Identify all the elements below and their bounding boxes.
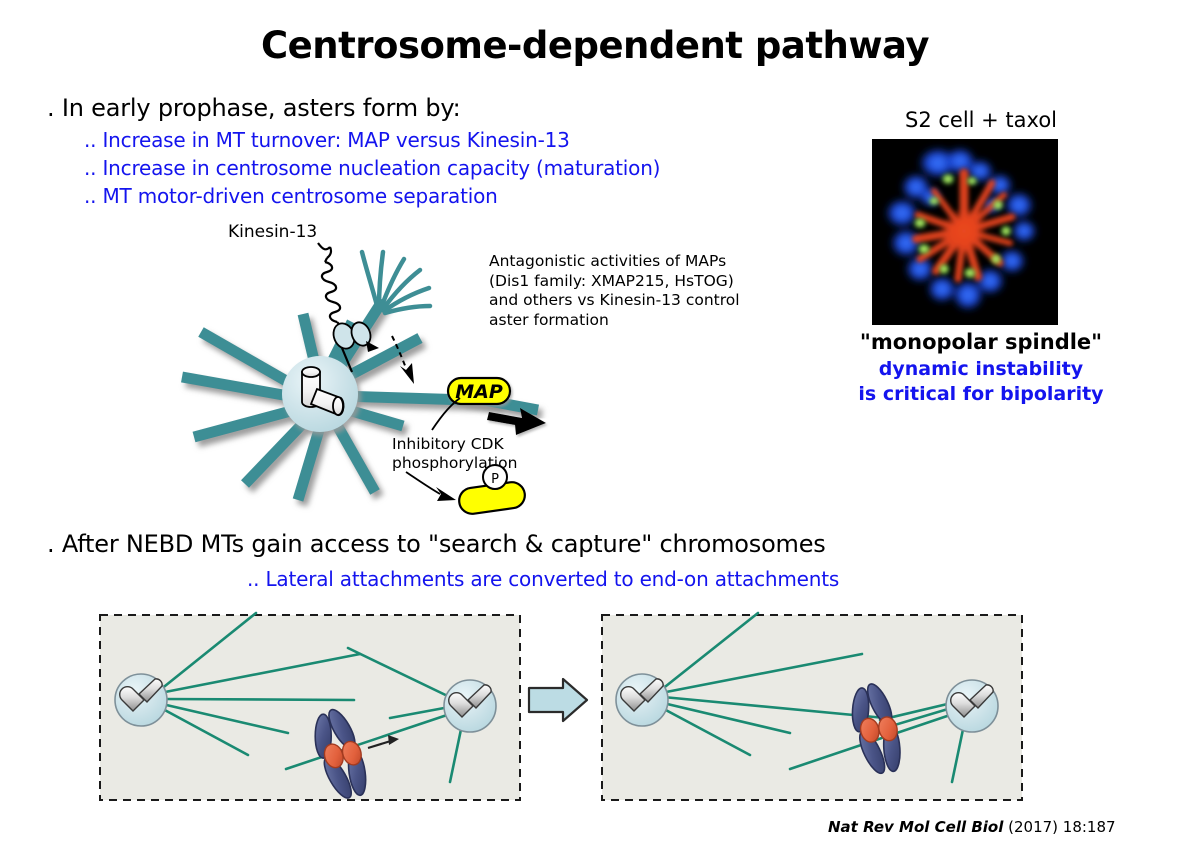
centriole-pair xyxy=(119,678,163,712)
micrograph-image xyxy=(872,139,1058,325)
kinesin-action-arrow xyxy=(366,341,379,352)
kinesin-leg xyxy=(340,347,354,373)
inhibitory-leader xyxy=(431,397,461,431)
sub-bullet-mt-turnover: .. Increase in MT turnover: MAP versus K… xyxy=(84,128,570,152)
right-spindle-microtubules xyxy=(284,646,466,784)
bullet-main-nebd: . After NEBD MTs gain access to "search … xyxy=(47,530,826,558)
citation: Nat Rev Mol Cell Biol (2017) 18:187 xyxy=(828,818,1116,836)
citation-journal: Nat Rev Mol Cell Biol xyxy=(828,818,1004,836)
sub-bullet-lateral-attachments: .. Lateral attachments are converted to … xyxy=(247,567,840,591)
phospho-arrow-line xyxy=(405,471,441,495)
chromosome-endon xyxy=(851,683,901,775)
monopolar-spindle-label: "monopolar spindle" xyxy=(859,330,1103,354)
centrosome-left-panel2 xyxy=(615,673,669,727)
centrosome xyxy=(282,356,358,432)
centrosome-left-panel1 xyxy=(114,673,168,727)
left-spindle-microtubules xyxy=(659,611,887,757)
microtubule-aster-red xyxy=(912,168,1016,283)
s2-cell-caption: S2 cell + taxol xyxy=(904,108,1057,132)
centriole-b xyxy=(309,387,345,417)
bullet-main-prophase: . In early prophase, asters form by: xyxy=(47,94,461,122)
transition-arrow xyxy=(527,677,589,723)
kinesin-13-label: Kinesin-13 xyxy=(228,222,318,242)
phospho-label: P xyxy=(491,472,499,487)
mt-growth-arrow xyxy=(487,408,546,435)
centrosome-right-panel2 xyxy=(945,679,999,733)
chromosome-move-arrowhead xyxy=(388,735,399,745)
antagonistic-activities-text: Antagonistic activities of MAPs (Dis1 fa… xyxy=(489,252,740,329)
panel-endon-attachment xyxy=(601,611,1023,801)
right-spindle-microtubules xyxy=(788,699,968,784)
centriole-a xyxy=(301,366,321,408)
kinetochore-dots xyxy=(913,173,1012,279)
chromosome-cloud xyxy=(885,147,1037,311)
centriole-pair xyxy=(620,678,664,712)
centromere xyxy=(859,716,898,743)
phospho-arrowhead xyxy=(436,487,456,501)
chromosome-lateral xyxy=(314,708,367,799)
dynamic-instability-line-1: dynamic instability xyxy=(878,358,1084,380)
sub-bullet-nucleation-capacity: .. Increase in centrosome nucleation cap… xyxy=(84,156,661,180)
shrinkage-arrowhead xyxy=(400,363,414,384)
centrosome-right-panel1 xyxy=(443,679,497,733)
inhibitory-cdk-text: Inhibitory CDK phosphorylation xyxy=(392,435,518,472)
centriole-pair xyxy=(950,684,994,718)
monopolar-spindle-render xyxy=(872,139,1058,325)
panel-lateral-attachment xyxy=(99,611,521,801)
map-bound-microtubule xyxy=(461,390,539,416)
page-title: Centrosome-dependent pathway xyxy=(261,24,930,67)
left-spindle-microtubules xyxy=(158,611,362,757)
kinesin-13-heads xyxy=(332,321,372,350)
dynamic-instability-line-2: is critical for bipolarity xyxy=(858,383,1104,405)
chromosome-move-arrow xyxy=(367,738,395,750)
map-badge xyxy=(446,376,512,406)
protofilament-peel xyxy=(359,249,433,316)
citation-rest: (2017) 18:187 xyxy=(1003,818,1116,836)
centromere xyxy=(323,740,362,769)
sub-bullet-centrosome-separation: .. MT motor-driven centrosome separation xyxy=(84,184,498,208)
kinesin-13-molecule xyxy=(317,242,346,331)
shrinkage-arrow xyxy=(391,335,407,369)
map-badge-label: MAP xyxy=(455,381,503,403)
centriole-pair xyxy=(448,684,492,718)
